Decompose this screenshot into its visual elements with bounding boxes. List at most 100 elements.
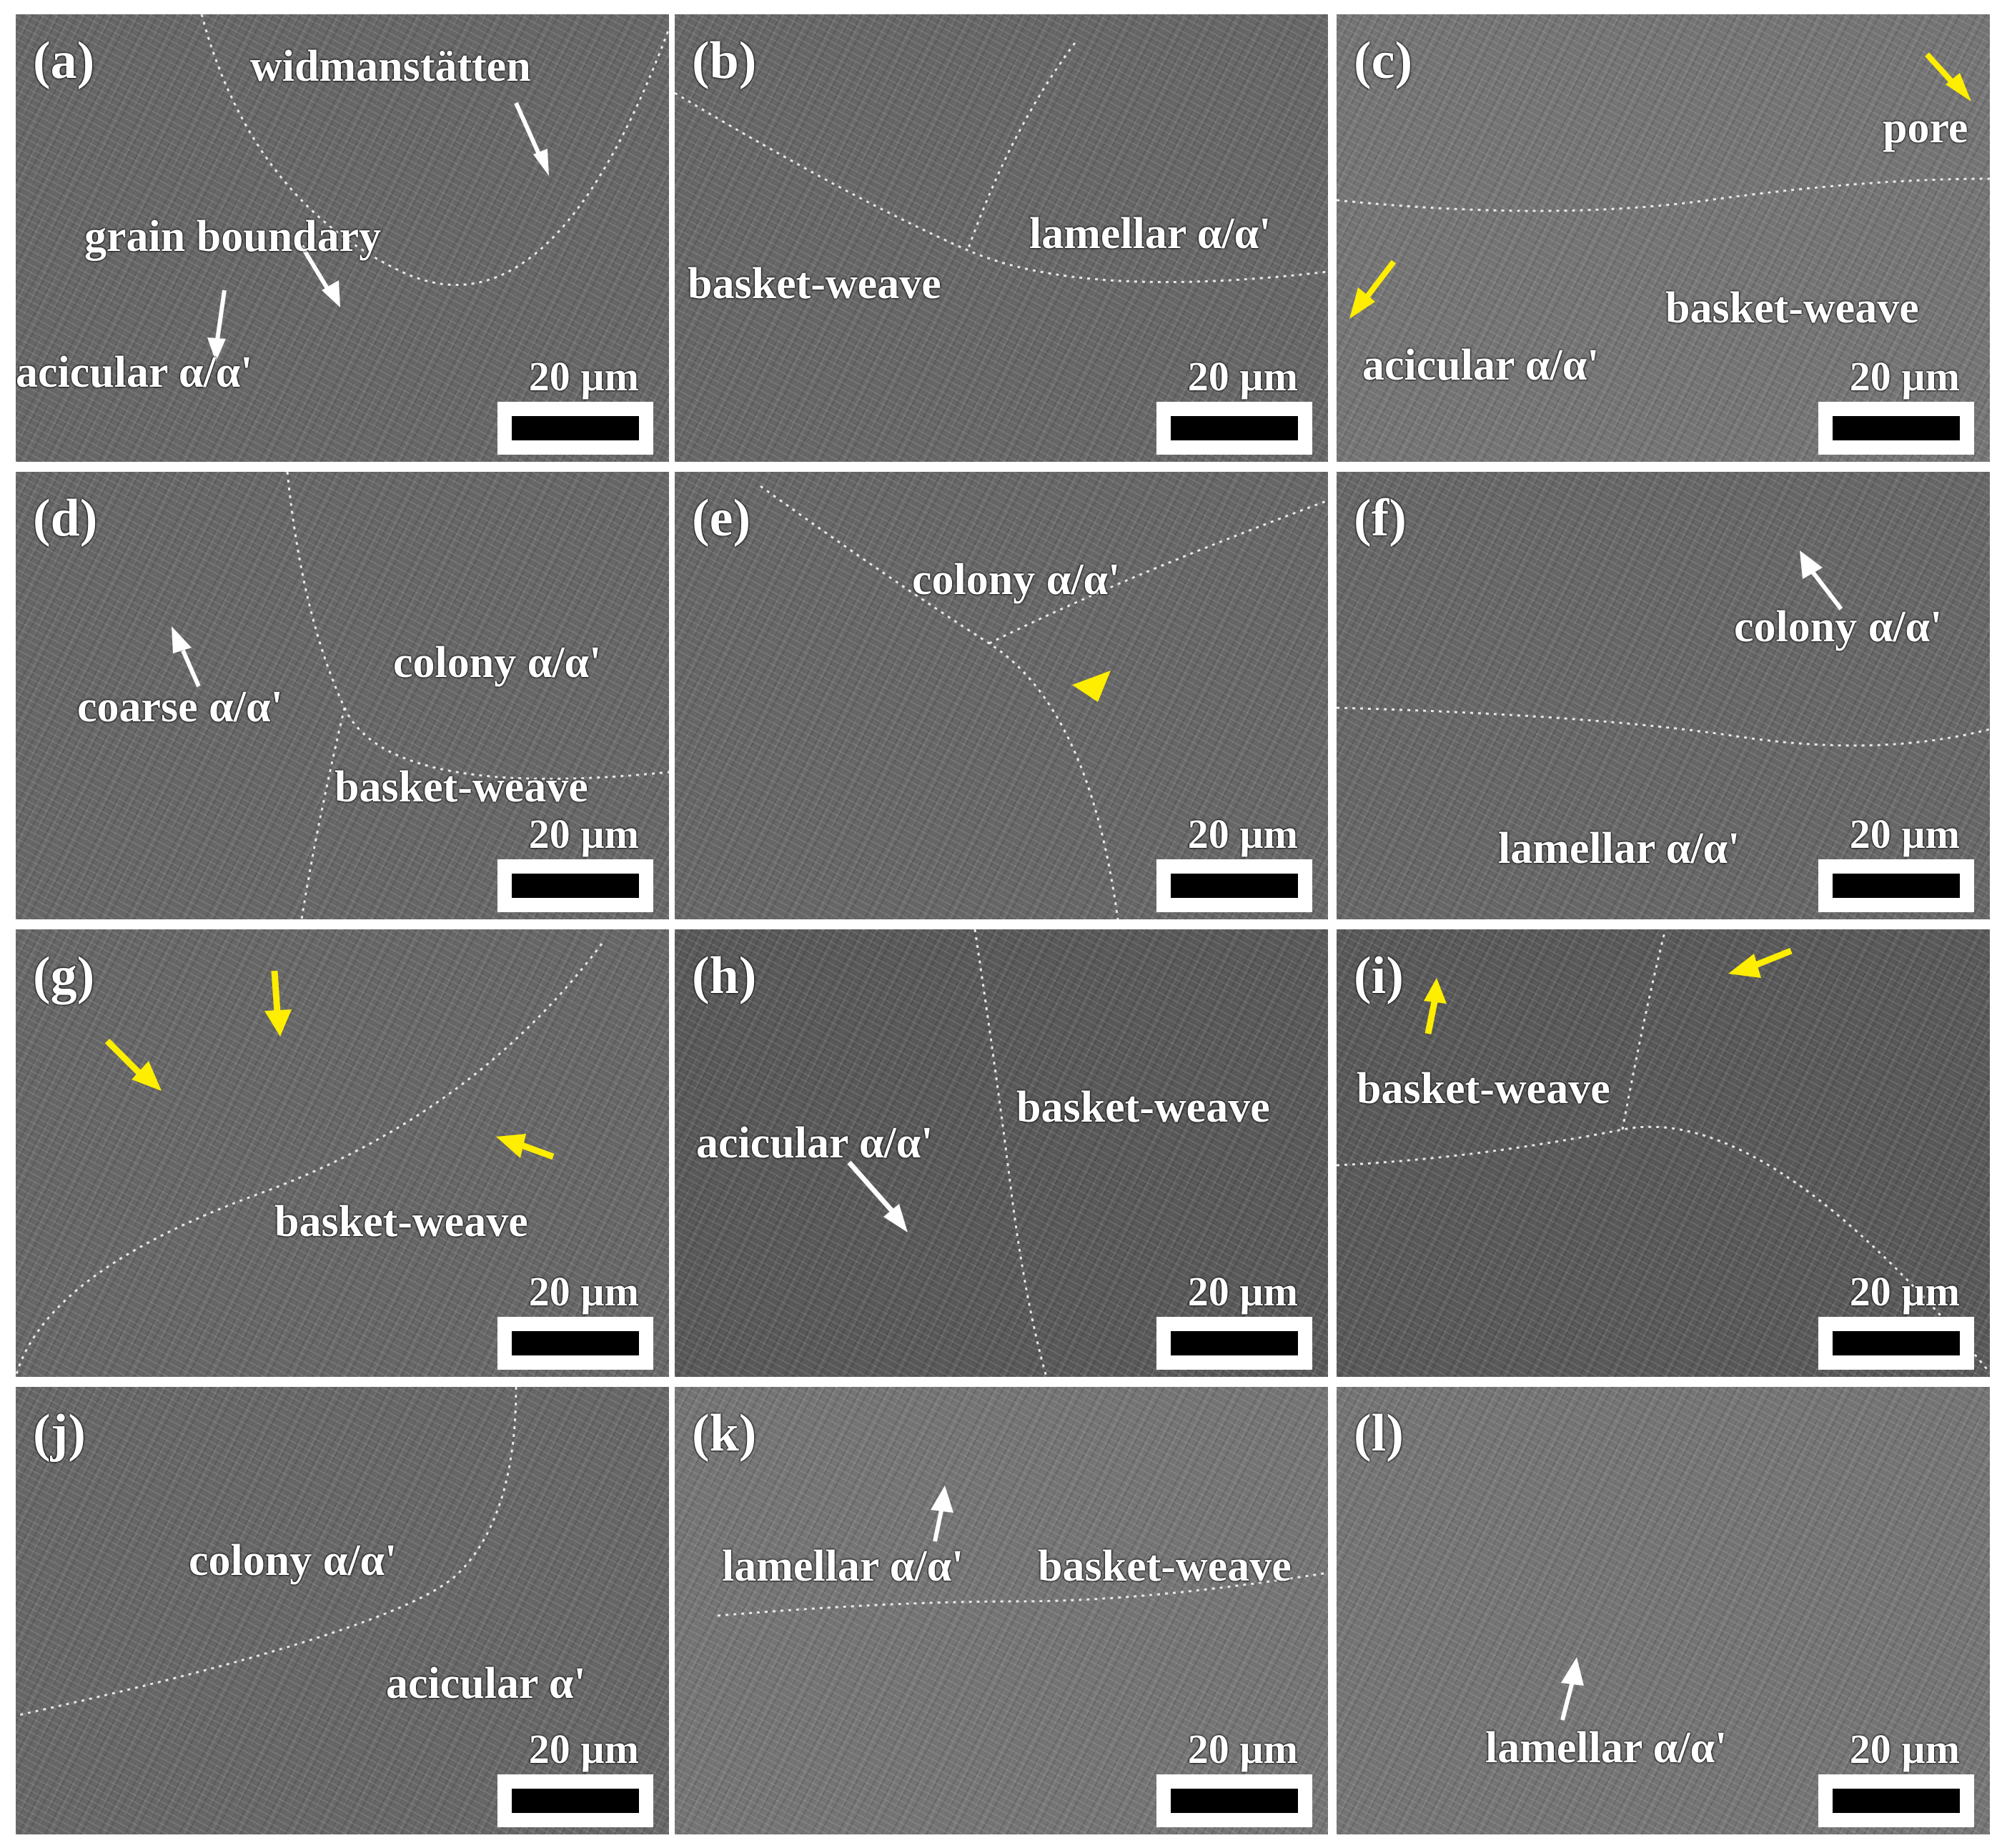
panel-k: (k) lamellar α/α' basket-weave 20 µm [675,1387,1328,1834]
panel-h: (h) basket-weave acicular α/α' 20 µm [675,929,1328,1377]
panel-label: (e) [692,489,751,548]
scale-bar-icon [1156,402,1312,455]
scale-bar-icon [497,402,653,455]
panel-label: (a) [33,31,95,90]
yellow-arrow-icon [1072,671,1111,702]
scale-label: 20 µm [528,1268,639,1315]
yellow-arrow-icon [496,1134,526,1158]
white-arrow-icon [883,1204,908,1232]
panel-label: (c) [1354,31,1413,90]
annotation-acicular: acicular α' [386,1659,586,1708]
scale-bar-icon [1818,1774,1974,1827]
yellow-arrow-icon [271,970,281,1013]
annotation-acicular: acicular α/α' [16,348,253,397]
panel-i: (i) basket-weave 20 µm [1337,929,1990,1377]
scale-bar-icon [1818,1317,1974,1370]
yellow-arrow-icon [1728,954,1761,978]
white-arrow-icon [172,626,192,653]
panel-label: (i) [1354,947,1404,1005]
yellow-arrow-icon [1424,997,1439,1034]
white-arrow-icon [1560,1681,1575,1721]
yellow-arrow-icon [1754,947,1793,969]
panel-l: (l) lamellar α/α' 20 µm [1337,1387,1990,1834]
white-arrow-icon [215,290,227,341]
panel-c: (c) pore basket-weave acicular α/α' 20 µ… [1337,14,1990,462]
yellow-arrow-icon [104,1038,144,1078]
scale-label: 20 µm [1849,1726,1960,1772]
scale-bar-icon [1156,1774,1312,1827]
annotation-basket-weave: basket-weave [274,1197,528,1246]
panel-label: (d) [33,489,98,548]
scale-label: 20 µm [1187,1726,1298,1772]
scale-label: 20 µm [528,1726,639,1772]
yellow-arrow-icon [520,1142,555,1160]
panel-label: (j) [33,1404,86,1463]
scale-bar-icon [497,859,653,912]
annotation-lamellar: lamellar α/α' [722,1542,964,1591]
annotation-grain-boundary: grain boundary [84,212,382,261]
scale-bar-icon [1156,1317,1312,1370]
scale-label: 20 µm [1187,1268,1298,1315]
annotation-acicular: acicular α/α' [1362,341,1600,390]
white-arrow-icon [847,1160,896,1215]
scale-label: 20 µm [528,811,639,857]
scale-bar-icon [497,1774,653,1827]
panel-a: (a) widmanstätten grain boundary acicula… [16,14,669,462]
annotation-widmanstatten: widmanstätten [250,42,531,91]
annotation-pore: pore [1883,104,1968,152]
panel-label: (h) [692,947,757,1005]
panel-label: (f) [1354,489,1407,548]
annotation-basket-weave: basket-weave [1357,1064,1610,1113]
white-arrow-icon [181,649,201,688]
scale-bar-icon [1156,859,1312,912]
panel-label: (b) [692,31,757,90]
annotation-colony: colony α/α' [393,638,602,687]
white-arrow-icon [1561,1657,1584,1686]
yellow-arrow-icon [264,1009,292,1037]
annotation-colony: colony α/α' [189,1536,397,1585]
panel-j: (j) colony α/α' acicular α' 20 µm [16,1387,669,1834]
annotation-colony: colony α/α' [1734,603,1943,651]
panel-g: (g) basket-weave 20 µm [16,929,669,1377]
white-arrow-icon [322,280,340,307]
scale-label: 20 µm [1849,1268,1960,1315]
yellow-arrow-icon [1946,73,1971,102]
panel-label: (k) [692,1404,757,1463]
scale-label: 20 µm [1849,353,1960,400]
yellow-arrow-icon [132,1061,162,1091]
scale-bar-icon [1818,402,1974,455]
annotation-coarse: coarse α/α' [77,683,283,731]
panel-label: (g) [33,947,95,1005]
yellow-arrow-icon [1925,52,1958,88]
panel-d: (d) colony α/α' coarse α/α' basket-weave… [16,472,669,919]
yellow-arrow-icon [1424,978,1447,1004]
scale-bar-icon [497,1317,653,1370]
scale-label: 20 µm [1187,811,1298,857]
annotation-basket-weave: basket-weave [1038,1542,1292,1591]
yellow-arrow-icon [1349,287,1375,319]
white-arrow-icon [1800,550,1823,579]
white-arrow-icon [931,1486,953,1513]
annotation-lamellar: lamellar α/α' [1485,1724,1728,1772]
scale-label: 20 µm [1187,353,1298,400]
yellow-arrow-icon [1364,260,1397,300]
panel-label: (l) [1354,1404,1404,1463]
panel-f: (f) colony α/α' lamellar α/α' 20 µm [1337,472,1990,919]
panel-b: (b) lamellar α/α' basket-weave 20 µm [675,14,1328,462]
annotation-basket-weave: basket-weave [688,260,941,308]
white-arrow-icon [933,1506,944,1542]
panel-e: (e) colony α/α' 20 µm [675,472,1328,919]
annotation-basket-weave: basket-weave [334,763,588,811]
annotation-basket-weave: basket-weave [1665,284,1919,332]
annotation-acicular: acicular α/α' [696,1119,933,1167]
scale-label: 20 µm [1849,811,1960,857]
annotation-colony: colony α/α' [912,555,1121,604]
annotation-basket-weave: basket-weave [1016,1083,1270,1132]
white-arrow-icon [533,149,549,176]
scale-bar-icon [1818,859,1974,912]
annotation-lamellar: lamellar α/α' [1498,824,1740,873]
annotation-lamellar: lamellar α/α' [1029,209,1272,258]
scale-label: 20 µm [528,353,639,400]
white-arrow-icon [514,102,542,159]
